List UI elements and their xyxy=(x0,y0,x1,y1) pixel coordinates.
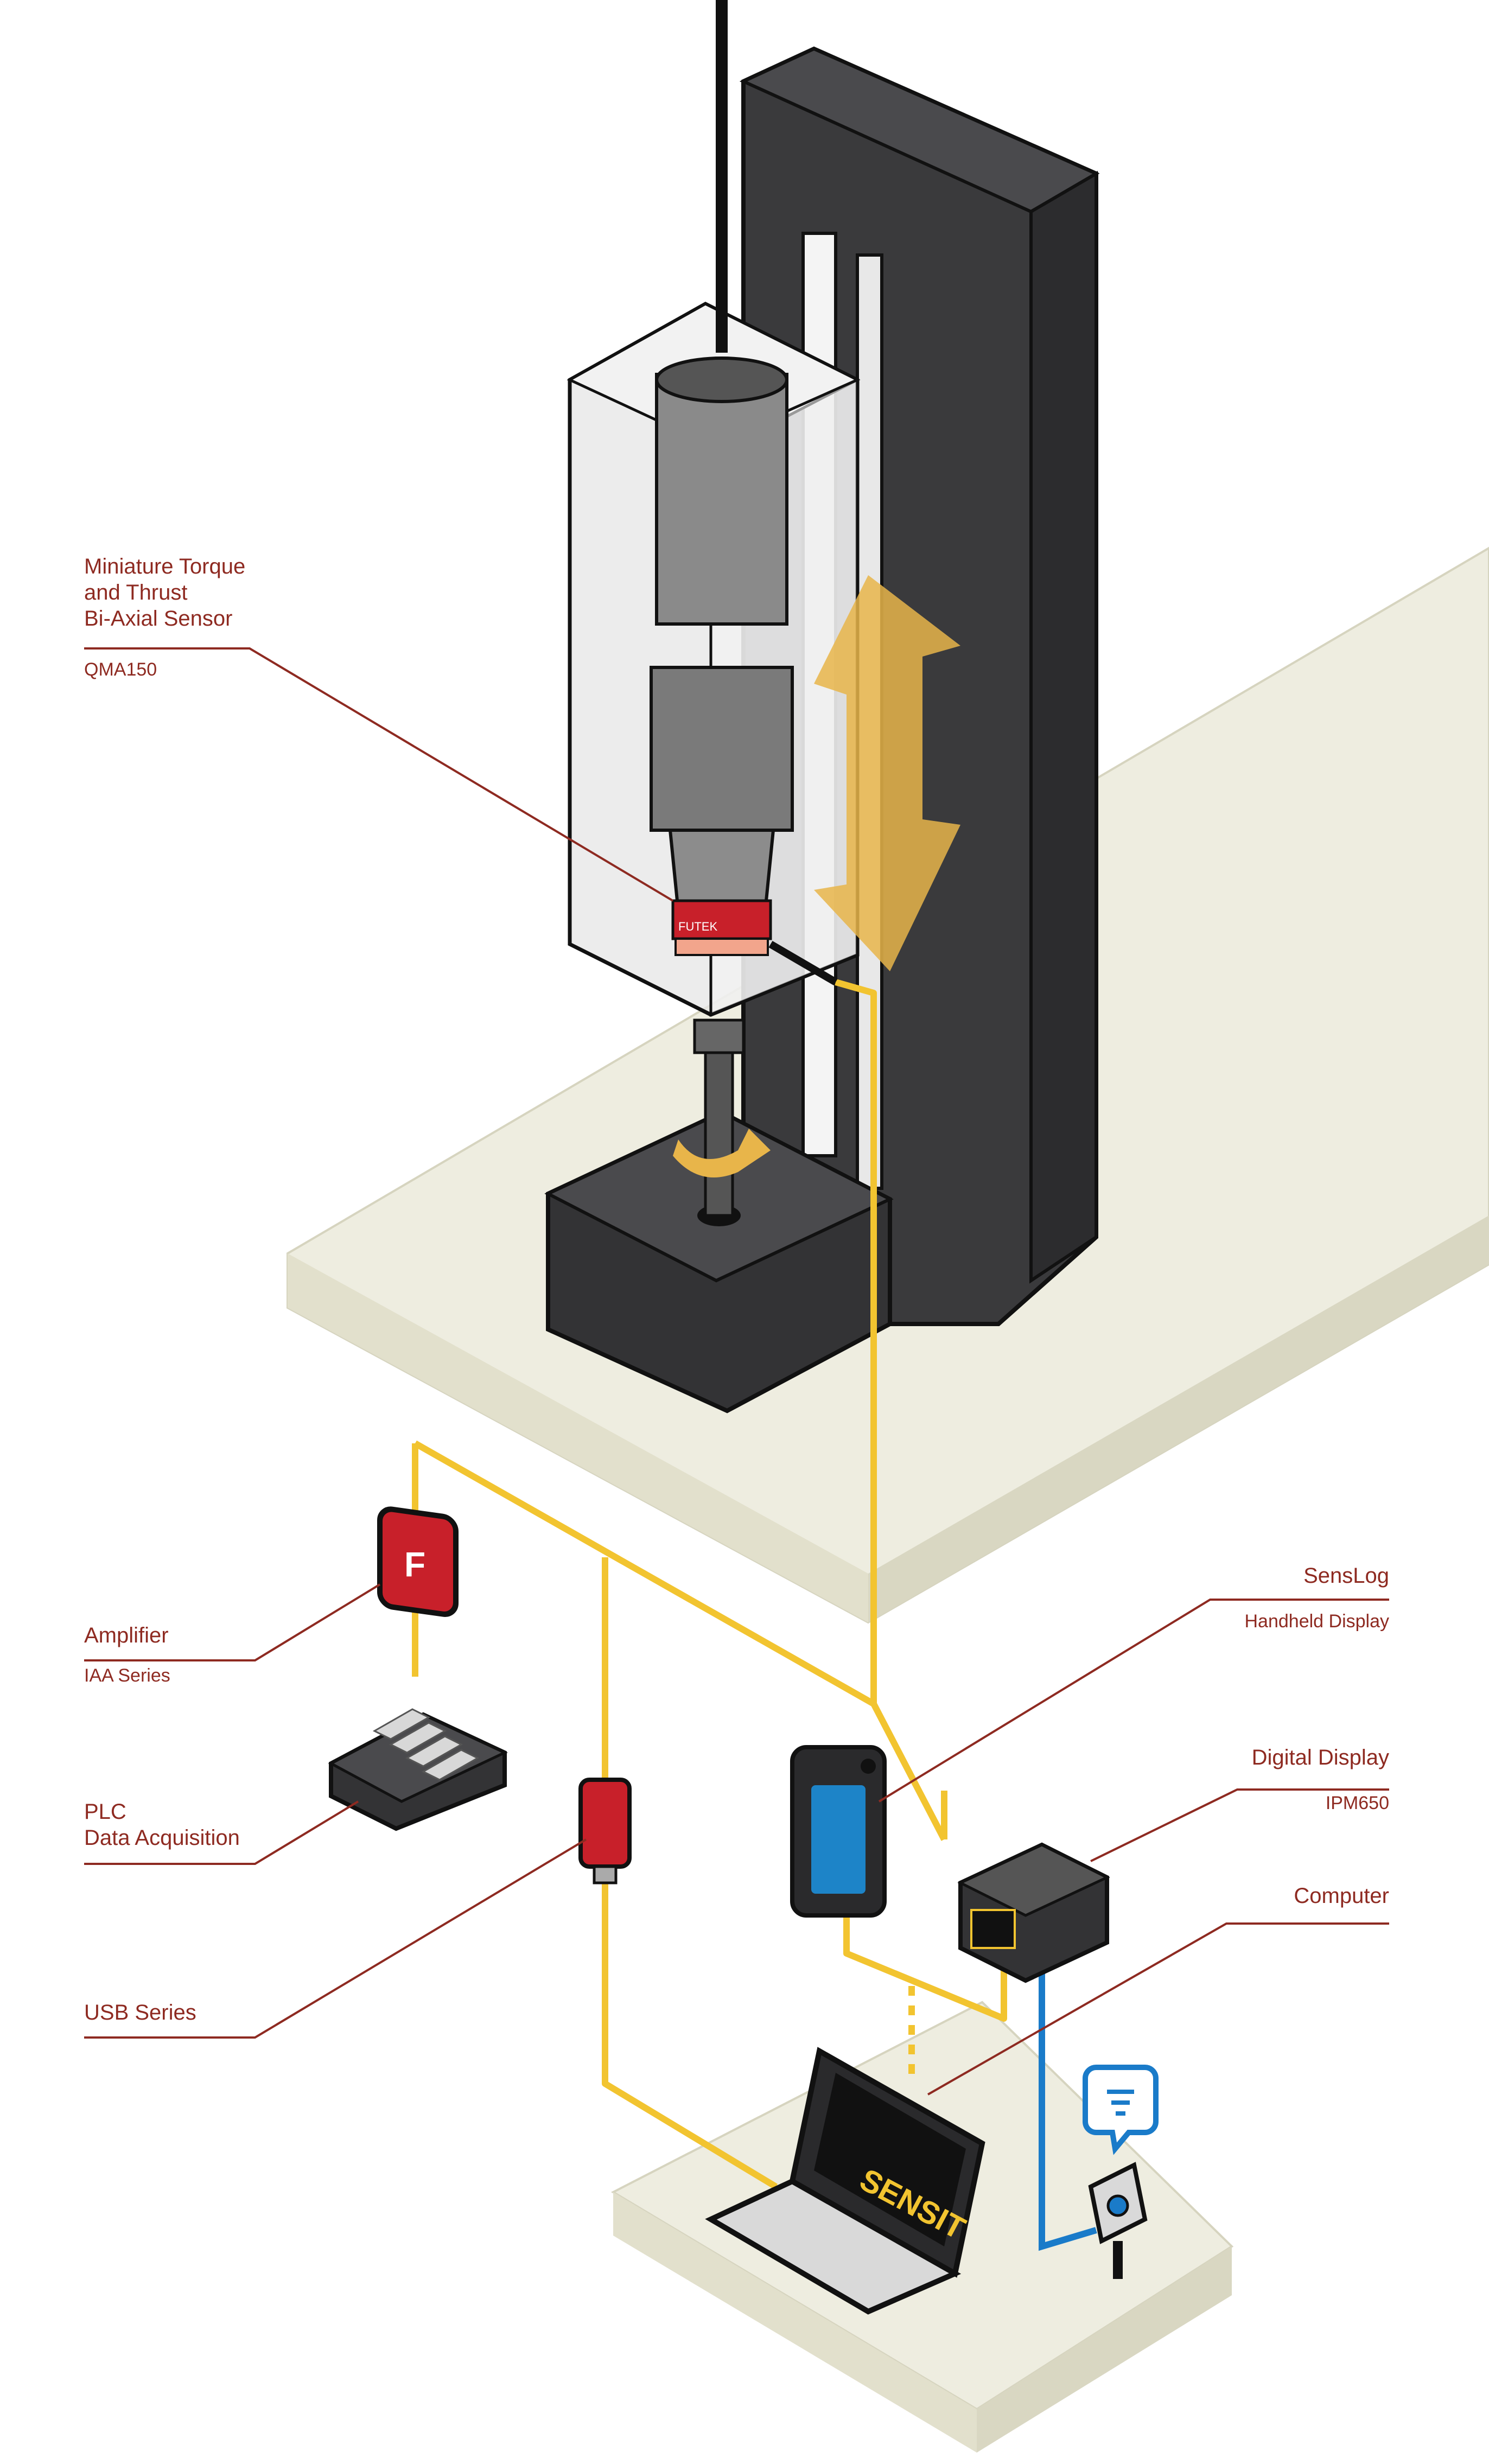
digital-display-device[interactable] xyxy=(957,1842,1110,1983)
amplifier-label: Amplifier IAA Series xyxy=(84,1622,170,1687)
digital-display-model: IPM650 xyxy=(1325,1793,1389,1813)
plc-title-line-1: PLC xyxy=(84,1800,126,1824)
amplifier-logo-icon: F xyxy=(404,1545,425,1584)
usb-device[interactable] xyxy=(578,1778,632,1884)
computer-title: Computer xyxy=(1294,1884,1389,1908)
amplifier-device[interactable]: F xyxy=(377,1506,459,1617)
signal-cables xyxy=(412,979,1007,2190)
chat-bubble-icon xyxy=(1083,2065,1159,2155)
plc-device[interactable] xyxy=(328,1708,508,1831)
senslog-label: SensLog Handheld Display xyxy=(1245,1563,1390,1633)
digital-display-title: Digital Display xyxy=(1251,1746,1389,1769)
plc-title-line-2: Data Acquisition xyxy=(84,1826,240,1850)
sensor-title-line-3: Bi-Axial Sensor xyxy=(84,607,233,631)
usb-title: USB Series xyxy=(84,2001,196,2024)
plc-label: PLC Data Acquisition xyxy=(84,1799,240,1851)
senslog-title: SensLog xyxy=(1303,1564,1389,1588)
sensor-model: QMA150 xyxy=(84,659,157,680)
sensor-title-line-2: and Thrust xyxy=(84,581,188,604)
rotation-arrow xyxy=(673,1129,771,1177)
amplifier-model: IAA Series xyxy=(84,1665,170,1686)
senslog-model: Handheld Display xyxy=(1244,1611,1390,1632)
amplifier-title: Amplifier xyxy=(84,1623,169,1647)
sensor-title-line-1: Miniature Torque xyxy=(84,555,246,578)
sensor-label: Miniature Torque and Thrust Bi-Axial Sen… xyxy=(84,553,245,681)
ethernet-cable xyxy=(1039,1964,1097,2251)
vertical-motion-arrow xyxy=(814,575,960,971)
senslog-handheld[interactable] xyxy=(790,1745,887,1918)
sensor-band-brand: FUTEK xyxy=(678,920,717,933)
digital-display-label: Digital Display IPM650 xyxy=(1252,1744,1389,1814)
laptop-screen xyxy=(814,2073,966,2246)
computer-label: Computer xyxy=(1294,1883,1389,1909)
torque-sensor-band xyxy=(671,899,772,940)
laptop-computer[interactable]: SENSIT xyxy=(705,2047,985,2315)
motor-assembly: FUTEK xyxy=(650,356,838,1217)
callout-lines xyxy=(84,647,1389,2096)
usb-label: USB Series xyxy=(84,2000,196,2026)
ethernet-socket xyxy=(1088,2162,1148,2279)
digital-display-readout xyxy=(970,1909,1016,1949)
senslog-screen xyxy=(811,1785,866,1894)
